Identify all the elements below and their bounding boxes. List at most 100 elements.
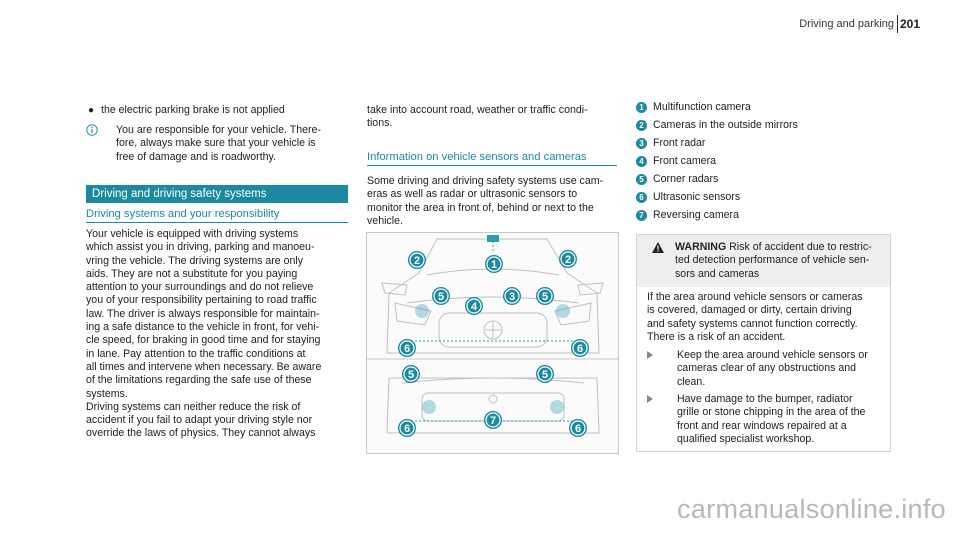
warning-body: If the area around vehicle sensors or ca…: [647, 291, 885, 344]
body-line: Your vehicle is equipped with driving sy…: [86, 228, 299, 240]
callout-7: 7: [484, 411, 502, 429]
warning-line: is covered, damaged or dirty, certain dr…: [647, 304, 852, 317]
callout-5-rear-left: 5: [402, 365, 420, 383]
svg-text:2: 2: [414, 255, 420, 267]
legend-label: Reversing camera: [653, 209, 739, 221]
svg-text:6: 6: [404, 343, 410, 355]
warning-box: WARNING Risk of accident due to restric-…: [636, 234, 891, 452]
legend-label: Cameras in the outside mirrors: [653, 119, 798, 131]
body-line: ing a safe distance to the vehicle in fr…: [86, 321, 320, 334]
warning-triangle-icon: [652, 242, 664, 253]
responsibility-body: Your vehicle is equipped with driving sy…: [86, 228, 348, 441]
legend-number: 4: [636, 156, 647, 167]
legend-number: 5: [636, 174, 647, 185]
warning-title-line: sors and cameras: [675, 267, 760, 280]
callout-4: 4: [465, 297, 483, 315]
svg-text:5: 5: [438, 291, 444, 303]
callout-2-left: 2: [408, 251, 426, 269]
callout-5-rear-right: 5: [536, 365, 554, 383]
step-line: Keep the area around vehicle sensors or: [677, 349, 868, 361]
page-header: Driving and parking 201: [760, 15, 920, 38]
legend-number: 2: [636, 120, 647, 131]
svg-text:6: 6: [575, 423, 581, 435]
warning-header: WARNING Risk of accident due to restric-…: [637, 235, 890, 287]
svg-text:5: 5: [542, 369, 548, 381]
step-line: cameras clear of any obstructions and: [677, 362, 857, 375]
subhead-sensors: Information on vehicle sensors and camer…: [367, 151, 587, 163]
svg-text:5: 5: [542, 291, 548, 303]
body-line: cle speed, for braking in good time and …: [86, 334, 321, 347]
vehicle-sensor-diagram: 2 1 2 5 4 3 5 6 6 5 5 6 7 6: [366, 232, 619, 454]
legend-label: Multifunction camera: [653, 101, 751, 113]
step-arrow-icon: [647, 395, 653, 403]
callout-5-front-right: 5: [536, 287, 554, 305]
callout-5-front-left: 5: [432, 287, 450, 305]
body-line: which assist you in driving, parking and…: [86, 241, 315, 254]
step-line: qualified specialist workshop.: [677, 432, 815, 445]
legend-number: 6: [636, 192, 647, 203]
svg-text:5: 5: [408, 369, 414, 381]
bullet-text: the electric parking brake is not applie…: [101, 104, 285, 116]
legend-number: 7: [636, 210, 647, 221]
body-line: law. The driver is always responsible fo…: [86, 307, 320, 320]
warning-line: There is a risk of an accident.: [647, 330, 786, 343]
callout-2-right: 2: [559, 250, 577, 268]
callout-6-rear-right: 6: [569, 419, 587, 437]
body-line: attention to your surroundings and do no…: [86, 281, 314, 294]
legend-number: 1: [636, 102, 647, 113]
callout-1: 1: [485, 255, 503, 273]
note-line: fore, always make sure that your vehicle…: [116, 137, 316, 150]
step-line: front and rear windows repaired at a: [677, 419, 847, 432]
svg-text:7: 7: [490, 415, 496, 427]
callout-6-front-right: 6: [571, 339, 589, 357]
body-line: of the limitations regarding the safe us…: [86, 374, 312, 387]
bullet-dot-icon: ●: [88, 105, 95, 116]
callout-6-front-left: 6: [398, 339, 416, 357]
callout-6-rear-left: 6: [398, 419, 416, 437]
warning-label: WARNING: [675, 241, 727, 253]
legend-label: Front radar: [653, 137, 706, 149]
legend-number: 3: [636, 138, 647, 149]
body-line: you of your responsibility pertaining to…: [86, 294, 317, 307]
vehicle-illustration: 2 1 2 5 4 3 5 6 6 5 5 6 7 6: [367, 235, 618, 437]
warning-line: and safety systems cannot function corre…: [647, 317, 858, 330]
svg-text:1: 1: [491, 259, 497, 271]
body-line: in lane. Pay attention to the traffic co…: [86, 347, 306, 360]
body-line: accident if you fail to adapt your drivi…: [86, 414, 313, 427]
callout-3: 3: [503, 287, 521, 305]
legend-label: Ultrasonic sensors: [653, 191, 741, 203]
body-line: systems.: [86, 387, 128, 400]
svg-text:4: 4: [471, 301, 478, 313]
note-line: You are responsible for your vehicle. Th…: [116, 124, 321, 136]
body-line: monitor the area in front of, behind or …: [367, 201, 594, 214]
step-line: Have damage to the bumper, radiator: [677, 393, 853, 405]
body-line: override the laws of physics. They canno…: [86, 427, 316, 440]
step-arrow-icon: [647, 351, 653, 359]
body-line: aids. They are not a substitute for you …: [86, 267, 298, 280]
page-number: 201: [899, 17, 920, 31]
sensors-body: Some driving and driving safety systems …: [367, 175, 617, 228]
svg-text:6: 6: [577, 343, 583, 355]
warning-line: If the area around vehicle sensors or ca…: [647, 291, 863, 303]
info-icon: [86, 124, 98, 136]
svg-text:2: 2: [565, 254, 571, 266]
body-line: Driving systems can neither reduce the r…: [86, 400, 301, 413]
body-line: Some driving and driving safety systems …: [367, 175, 604, 187]
warning-title-line: Risk of accident due to restric-: [729, 241, 872, 253]
step-line: clean.: [677, 375, 706, 388]
body-line: take into account road, weather or traff…: [367, 104, 588, 116]
svg-text:3: 3: [509, 291, 515, 303]
body-line: vehicle.: [367, 214, 403, 227]
section-title: Driving and driving safety systems: [86, 185, 348, 203]
body-line: tions.: [367, 117, 393, 130]
warning-title-line: ted detection performance of vehicle sen…: [675, 254, 870, 267]
svg-text:6: 6: [404, 423, 410, 435]
legend-label: Front camera: [653, 155, 716, 167]
note-line: free of damage and is roadworthy.: [116, 150, 276, 163]
body-line: all times and intervene when necessary. …: [86, 360, 322, 373]
subhead-rule: [367, 165, 617, 166]
legend-label: Corner radars: [653, 173, 719, 185]
watermark: carmanualsonline.info: [677, 494, 946, 524]
step-line: grille or stone chipping in the area of …: [677, 406, 866, 419]
running-title: Driving and parking: [799, 18, 894, 30]
